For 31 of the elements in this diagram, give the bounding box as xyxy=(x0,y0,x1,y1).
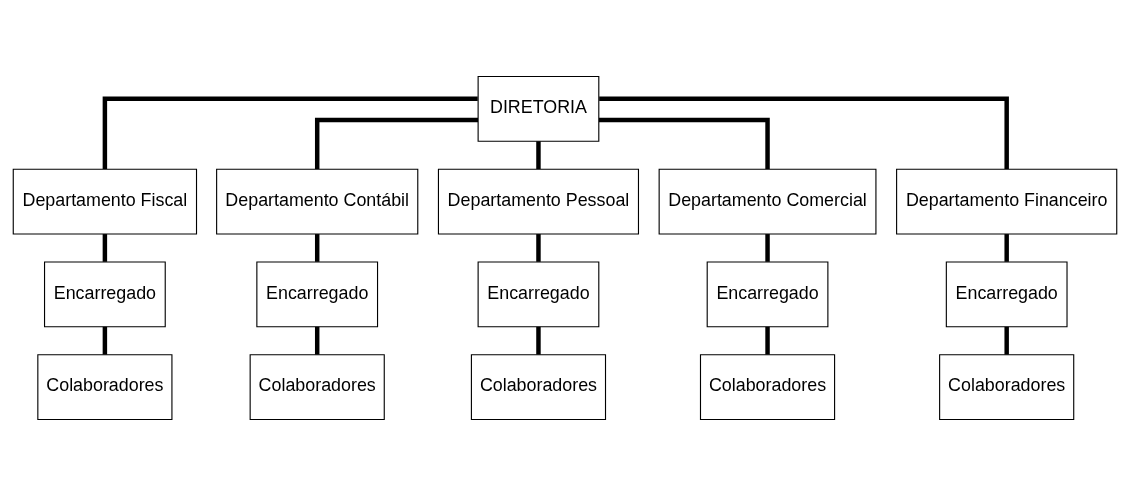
connector xyxy=(1004,233,1009,262)
node-box: Colaboradores xyxy=(470,353,607,420)
node-box: Colaboradores xyxy=(37,353,173,420)
node-box: Colaboradores xyxy=(249,353,385,420)
connector xyxy=(314,233,320,262)
connector xyxy=(102,326,108,355)
connector xyxy=(536,326,541,355)
connector xyxy=(1004,326,1009,355)
node-box: Encarregado xyxy=(477,260,600,327)
node-box: Encarregado xyxy=(706,260,829,327)
connector xyxy=(536,140,541,169)
node-box: Departamento Pessoal xyxy=(437,168,640,235)
node-box: Departamento Financeiro xyxy=(896,168,1118,235)
connector xyxy=(765,233,770,262)
connector xyxy=(536,233,541,262)
connector xyxy=(314,117,478,169)
node-box: Encarregado xyxy=(945,260,1068,327)
node-box: Departamento Contábil xyxy=(216,168,419,235)
connector xyxy=(598,117,770,169)
node-box: Departamento Fiscal xyxy=(12,168,198,235)
node-box: Departamento Comercial xyxy=(658,168,877,235)
connector xyxy=(102,96,478,169)
node-box: Encarregado xyxy=(256,260,379,327)
connector xyxy=(102,233,108,262)
node-box: Encarregado xyxy=(44,260,166,327)
connector xyxy=(314,326,320,355)
connector xyxy=(599,96,1009,169)
connector xyxy=(765,326,770,355)
node-box: Colaboradores xyxy=(699,353,836,420)
node-box: DIRETORIA xyxy=(477,75,600,142)
node-box: Colaboradores xyxy=(939,353,1075,420)
